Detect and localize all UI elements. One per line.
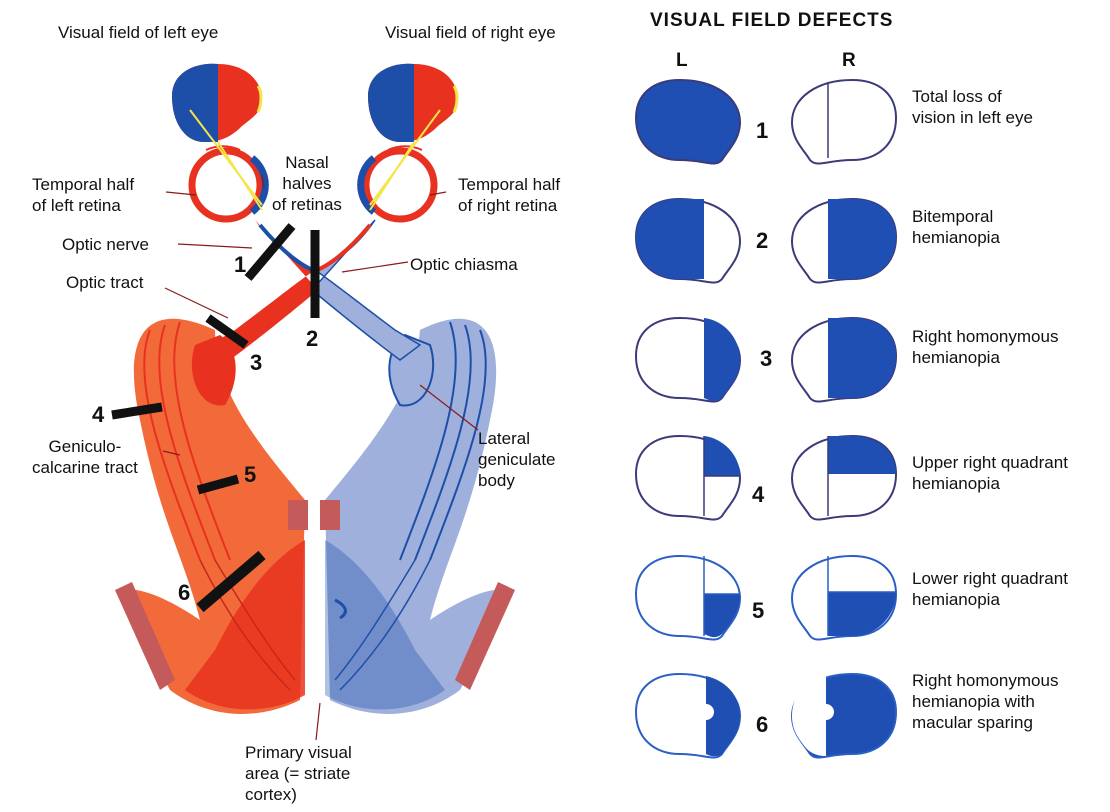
lesion-number-4: 4 bbox=[92, 402, 104, 428]
lesion-number-1: 1 bbox=[234, 252, 246, 278]
nasal-halves-label: Nasal halves of retinas bbox=[272, 152, 342, 215]
column-right-heading: R bbox=[842, 50, 856, 72]
defect-number-4: 4 bbox=[752, 482, 764, 508]
defect-description-6: Right homonymous hemianopia with macular… bbox=[912, 670, 1058, 733]
visual-field-right-icon bbox=[368, 64, 458, 142]
optic-nerve-label: Optic nerve bbox=[62, 234, 149, 255]
defect-description-2: Bitemporal hemianopia bbox=[912, 206, 1000, 248]
defect-field-R6 bbox=[792, 674, 896, 758]
optic-chiasma-label: Optic chiasma bbox=[410, 254, 518, 275]
defect-number-2: 2 bbox=[756, 228, 768, 254]
visual-field-left-icon bbox=[172, 64, 262, 142]
defect-field-R4 bbox=[792, 436, 896, 520]
temporal-left-retina-label: Temporal half of left retina bbox=[32, 174, 134, 216]
right-optic-radiation bbox=[320, 319, 515, 714]
temporal-right-retina-label: Temporal half of right retina bbox=[458, 174, 560, 216]
defect-field-L1 bbox=[636, 80, 740, 164]
defect-description-4: Upper right quadrant hemianopia bbox=[912, 452, 1068, 494]
defect-field-R1 bbox=[792, 80, 896, 164]
defect-number-1: 1 bbox=[756, 118, 768, 144]
defect-field-L2 bbox=[636, 199, 740, 283]
defect-field-L6 bbox=[636, 674, 740, 758]
defect-description-1: Total loss of vision in left eye bbox=[912, 86, 1033, 128]
defect-number-3: 3 bbox=[760, 346, 772, 372]
lesion-number-2: 2 bbox=[306, 326, 318, 352]
primary-visual-area-label: Primary visual area (= striate cortex) bbox=[245, 742, 352, 805]
lesion-number-3: 3 bbox=[250, 350, 262, 376]
defect-field-R3 bbox=[792, 318, 896, 402]
defects-title: VISUAL FIELD DEFECTS bbox=[650, 10, 893, 32]
defect-field-L5 bbox=[636, 556, 740, 640]
optic-tract-label: Optic tract bbox=[66, 272, 143, 293]
defect-field-L3 bbox=[636, 318, 740, 402]
defect-field-R5 bbox=[792, 556, 896, 640]
column-left-heading: L bbox=[676, 50, 688, 72]
defect-field-R2 bbox=[792, 199, 896, 283]
visual-field-right-label: Visual field of right eye bbox=[385, 22, 556, 43]
lesion-number-6: 6 bbox=[178, 580, 190, 606]
visual-field-left-label: Visual field of left eye bbox=[58, 22, 218, 43]
defect-description-5: Lower right quadrant hemianopia bbox=[912, 568, 1068, 610]
lateral-geniculate-label: Lateral geniculate body bbox=[478, 428, 556, 491]
defect-field-L4 bbox=[636, 436, 740, 520]
defect-number-5: 5 bbox=[752, 598, 764, 624]
defect-number-6: 6 bbox=[756, 712, 768, 738]
lesion-number-5: 5 bbox=[244, 462, 256, 488]
geniculo-calcarine-label: Geniculo- calcarine tract bbox=[32, 436, 138, 478]
defect-description-3: Right homonymous hemianopia bbox=[912, 326, 1058, 368]
left-optic-radiation bbox=[115, 319, 308, 714]
